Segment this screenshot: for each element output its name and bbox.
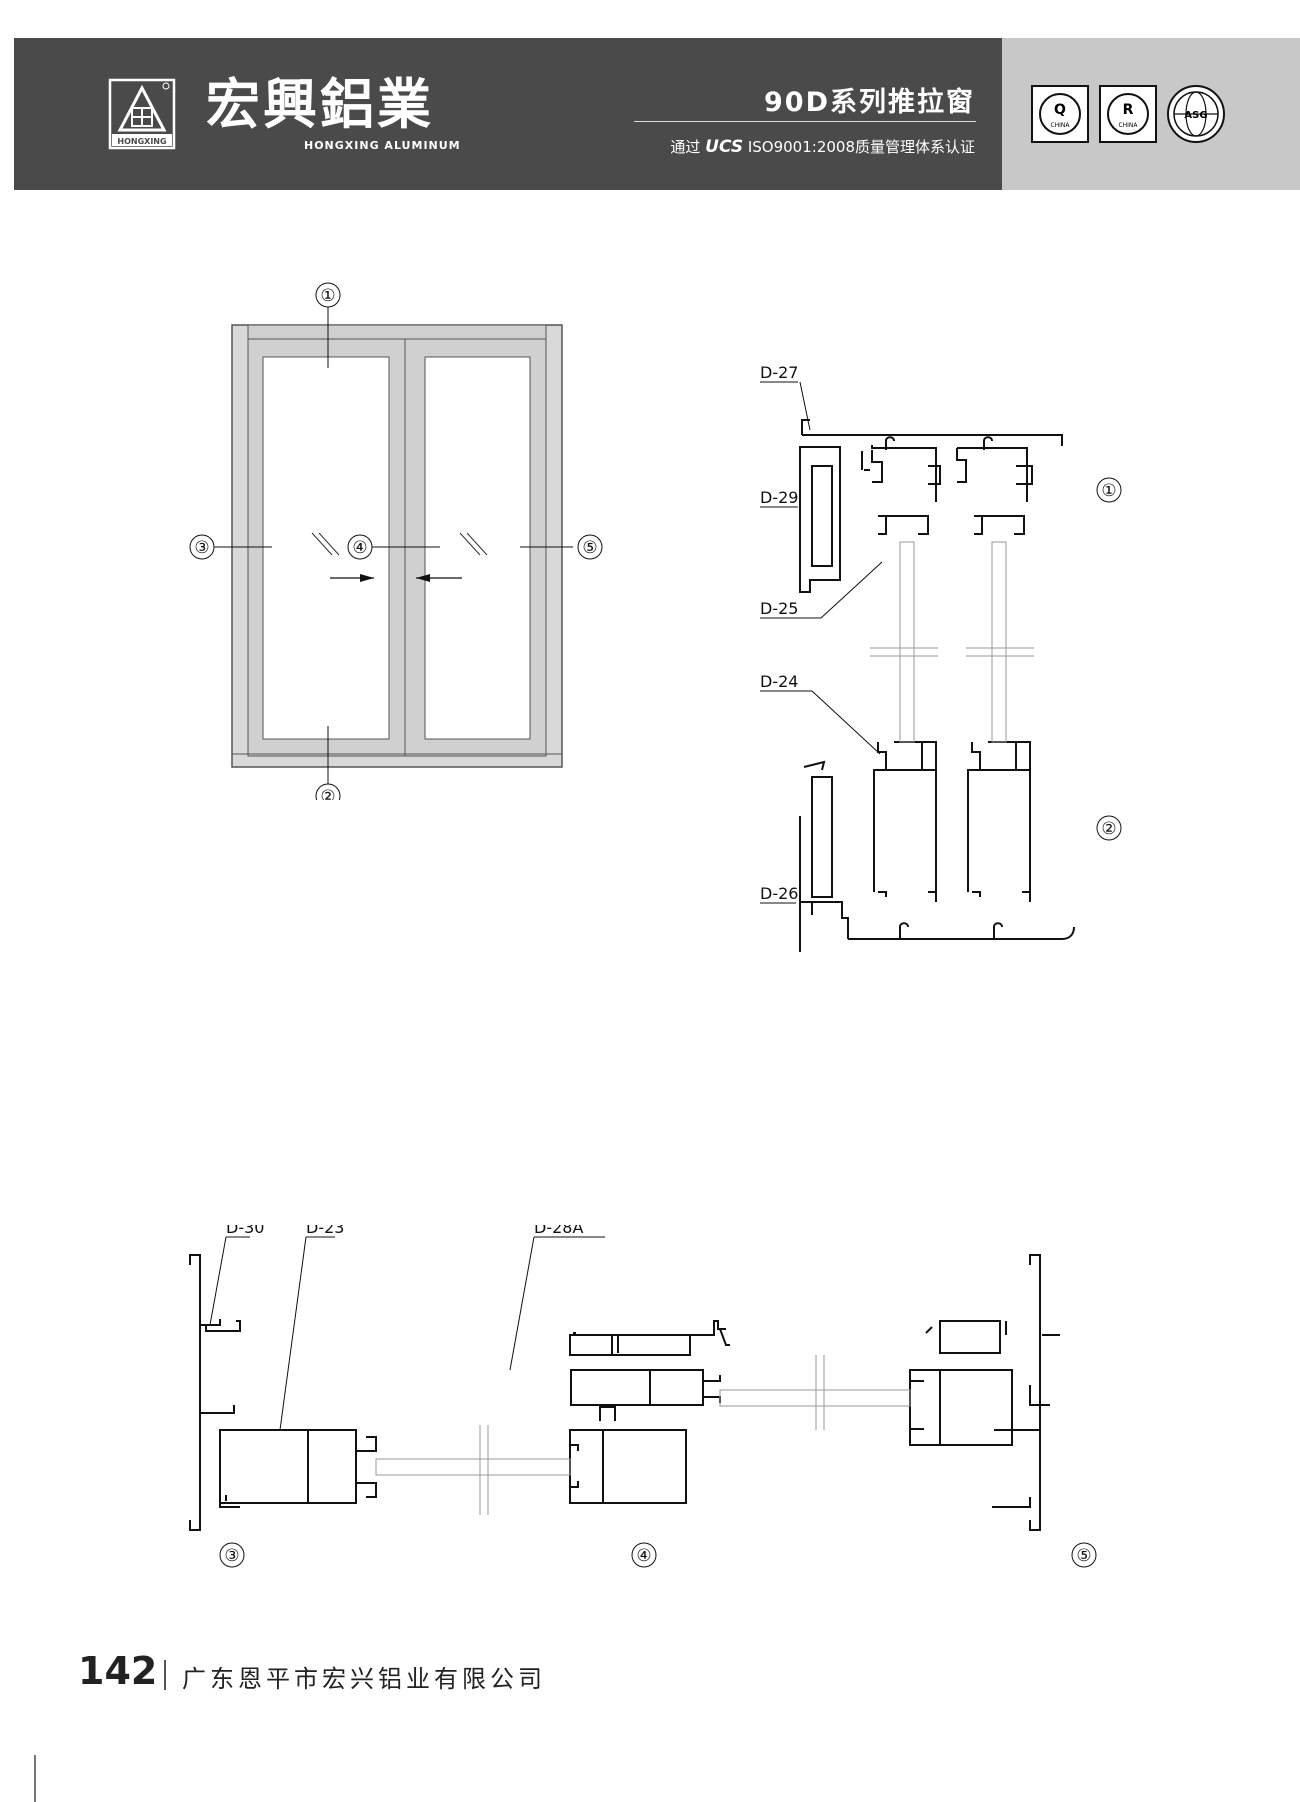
marker-2: ② (315, 783, 341, 800)
brand-name-cn: 宏興鋁業 (206, 73, 434, 136)
svg-text:③: ③ (224, 1546, 239, 1566)
marker-1: ① (315, 282, 341, 308)
svg-text:①: ① (320, 286, 335, 306)
header-divider (634, 121, 976, 122)
svg-text:②: ② (1101, 819, 1116, 839)
marker-3: ③ (189, 534, 215, 560)
label-d27: D-27 (760, 363, 798, 382)
label-d28a: D-28A (534, 1225, 583, 1237)
ucs-mark: UCS (705, 137, 744, 157)
label-d30: D-30 (226, 1225, 264, 1237)
svg-text:Q: Q (1054, 102, 1066, 118)
registered-badge-icon: R CHINA (1099, 85, 1157, 143)
certification-text: 通过 UCS ISO9001:2008质量管理体系认证 (670, 136, 975, 157)
page-number: 142 (78, 1649, 158, 1693)
svg-text:ASG: ASG (1184, 110, 1207, 121)
svg-text:R: R (1123, 102, 1134, 118)
marker-5-section: ⑤ (1071, 1542, 1097, 1568)
company-name: 广东恩平市宏兴铝业有限公司 (182, 1665, 546, 1693)
horizontal-section-drawing: D-30 D-23 D-28A ③ ④ ⑤ (189, 1225, 1097, 1568)
vertical-section-drawing: D-27 D-29 D-25 D-24 D-26 ① ② (760, 363, 1122, 952)
svg-text:②: ② (320, 787, 335, 800)
label-d29: D-29 (760, 488, 798, 507)
window-elevation-drawing: ① ② ③ ④ ⑤ (189, 282, 603, 800)
svg-text:CHINA: CHINA (1118, 122, 1138, 129)
label-d24: D-24 (760, 672, 798, 691)
marker-4-section: ④ (631, 1542, 657, 1568)
series-title: 90D系列推拉窗 (764, 87, 975, 118)
quality-badge-icon: Q CHINA (1031, 85, 1089, 143)
svg-text:①: ① (1101, 481, 1116, 501)
brand-name-en: HONGXING ALUMINUM (304, 139, 461, 152)
svg-text:④: ④ (352, 538, 367, 558)
marker-2-section: ② (1096, 815, 1122, 841)
marker-5: ⑤ (577, 534, 603, 560)
marker-4: ④ (347, 534, 373, 560)
svg-text:CHINA: CHINA (1050, 122, 1070, 129)
marker-3-section: ③ (219, 1542, 245, 1568)
asg-globe-badge-icon: ASG (1167, 85, 1225, 143)
svg-text:④: ④ (636, 1546, 651, 1566)
marker-1-section: ① (1096, 477, 1122, 503)
cert-suffix: ISO9001:2008质量管理体系认证 (747, 138, 975, 156)
label-d23: D-23 (306, 1225, 344, 1237)
svg-text:⑤: ⑤ (582, 538, 597, 558)
label-d25: D-25 (760, 599, 798, 618)
page-edge-line (34, 1755, 36, 1802)
label-d26: D-26 (760, 884, 798, 903)
svg-text:⑤: ⑤ (1076, 1546, 1091, 1566)
logo-text: HONGXING (117, 137, 166, 146)
hongxing-logo-icon: HONGXING (108, 78, 176, 150)
svg-text:③: ③ (194, 538, 209, 558)
footer-divider (164, 1660, 166, 1690)
cert-prefix: 通过 (670, 138, 701, 156)
certification-badges: Q CHINA R CHINA ASG (1031, 85, 1225, 143)
